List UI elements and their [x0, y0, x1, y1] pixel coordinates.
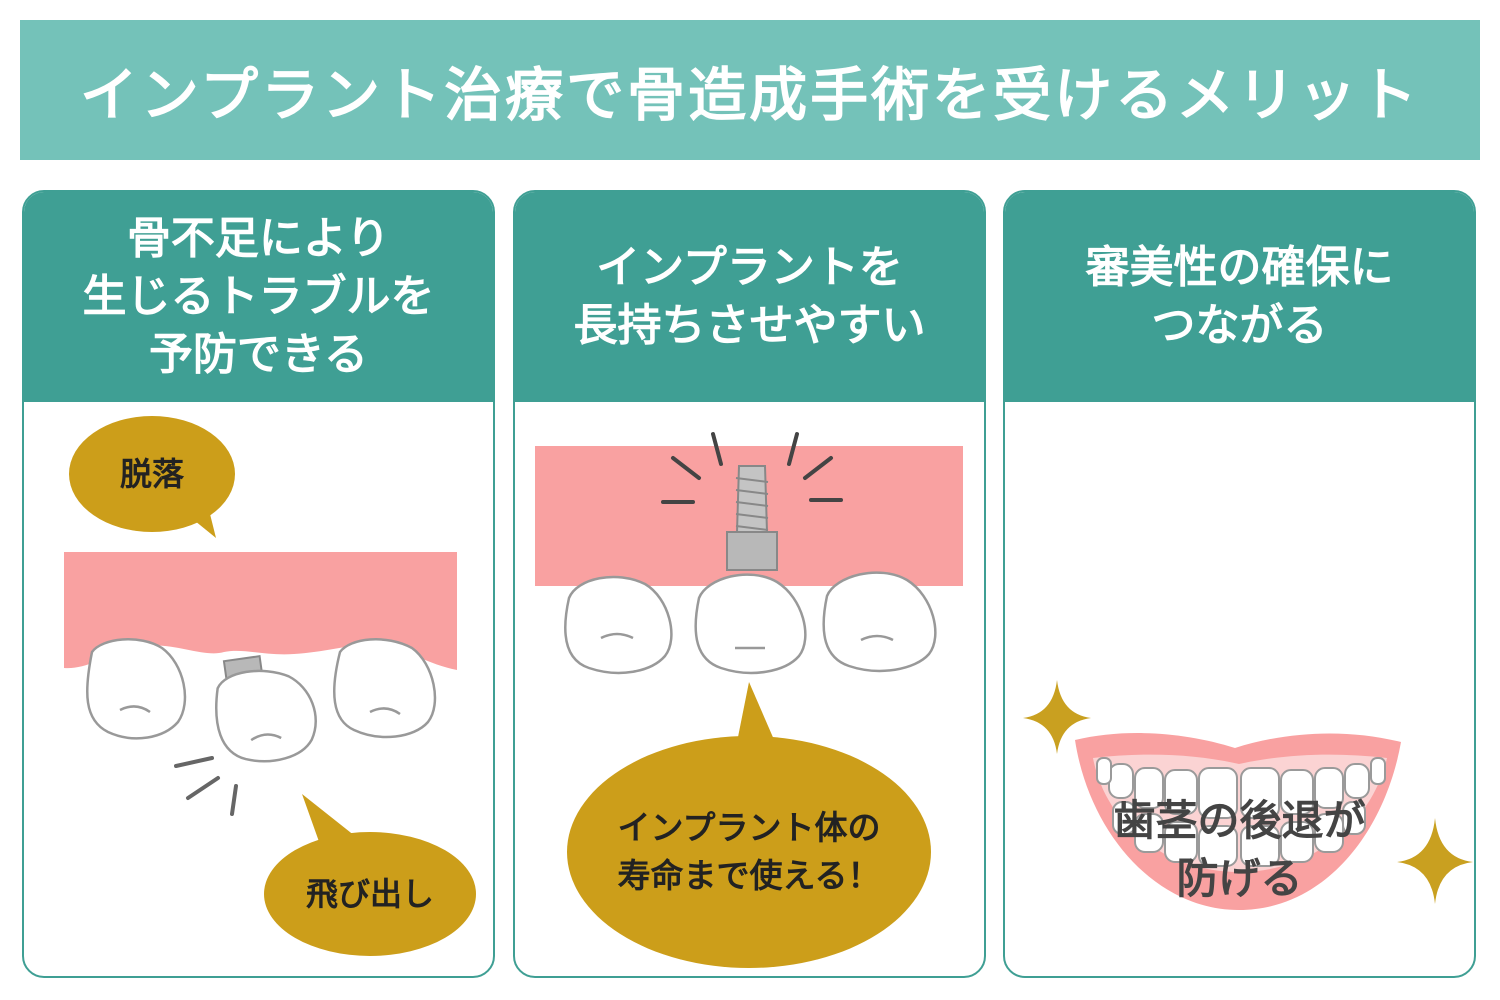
card-header: 骨不足により 生じるトラブルを 予防できる	[24, 192, 493, 402]
tooth-left	[86, 638, 187, 740]
implant-fixture	[726, 465, 778, 571]
shine-lines	[661, 432, 843, 504]
speech-bubble-lifespan	[567, 682, 931, 968]
bubble-text-lifespan: インプラント体の 寿命まで使える！	[617, 808, 881, 895]
card-illustration: 歯茎の後退が 防げる	[1005, 402, 1474, 976]
card-header: 審美性の確保に つながる	[1005, 192, 1474, 402]
caption-gum-recession: 歯茎の後退が 防げる	[1113, 796, 1366, 903]
sparkle-icon	[1023, 680, 1091, 754]
tooth-left	[564, 575, 673, 675]
bubble-text-dislodge: 脱落	[119, 455, 184, 493]
speech-bubble-dislodge	[69, 416, 235, 538]
benefit-card-implant-longevity: インプラントを 長持ちさせやすい	[513, 190, 986, 978]
dislodged-implant-crown	[215, 655, 317, 763]
card-heading: 審美性の確保に つながる	[1085, 242, 1394, 351]
page-title: インプラント治療で骨造成手術を受けるメリット	[79, 61, 1421, 129]
upper-teeth	[1096, 757, 1386, 819]
tooth-right	[333, 638, 437, 739]
tooth-center-implant-crown	[694, 573, 807, 675]
lower-teeth	[1112, 801, 1366, 867]
sparkle-icon	[1397, 818, 1473, 904]
card-heading: インプラントを 長持ちさせやすい	[573, 242, 926, 351]
benefit-card-aesthetics: 審美性の確保に つながる	[1003, 190, 1476, 978]
benefit-card-bone-trouble: 骨不足により 生じるトラブルを 予防できる	[22, 190, 495, 978]
tooth-right	[822, 571, 937, 673]
card-illustration: 脱落 飛び出し	[24, 402, 493, 976]
card-illustration: インプラント体の 寿命まで使える！	[515, 402, 984, 976]
speech-bubble-protrude	[264, 794, 476, 956]
card-header: インプラントを 長持ちさせやすい	[515, 192, 984, 402]
card-heading: 骨不足により 生じるトラブルを 予防できる	[82, 213, 435, 380]
title-banner: インプラント治療で骨造成手術を受けるメリット	[20, 20, 1480, 160]
bubble-text-protrude: 飛び出し	[305, 875, 434, 913]
motion-lines	[174, 756, 238, 816]
